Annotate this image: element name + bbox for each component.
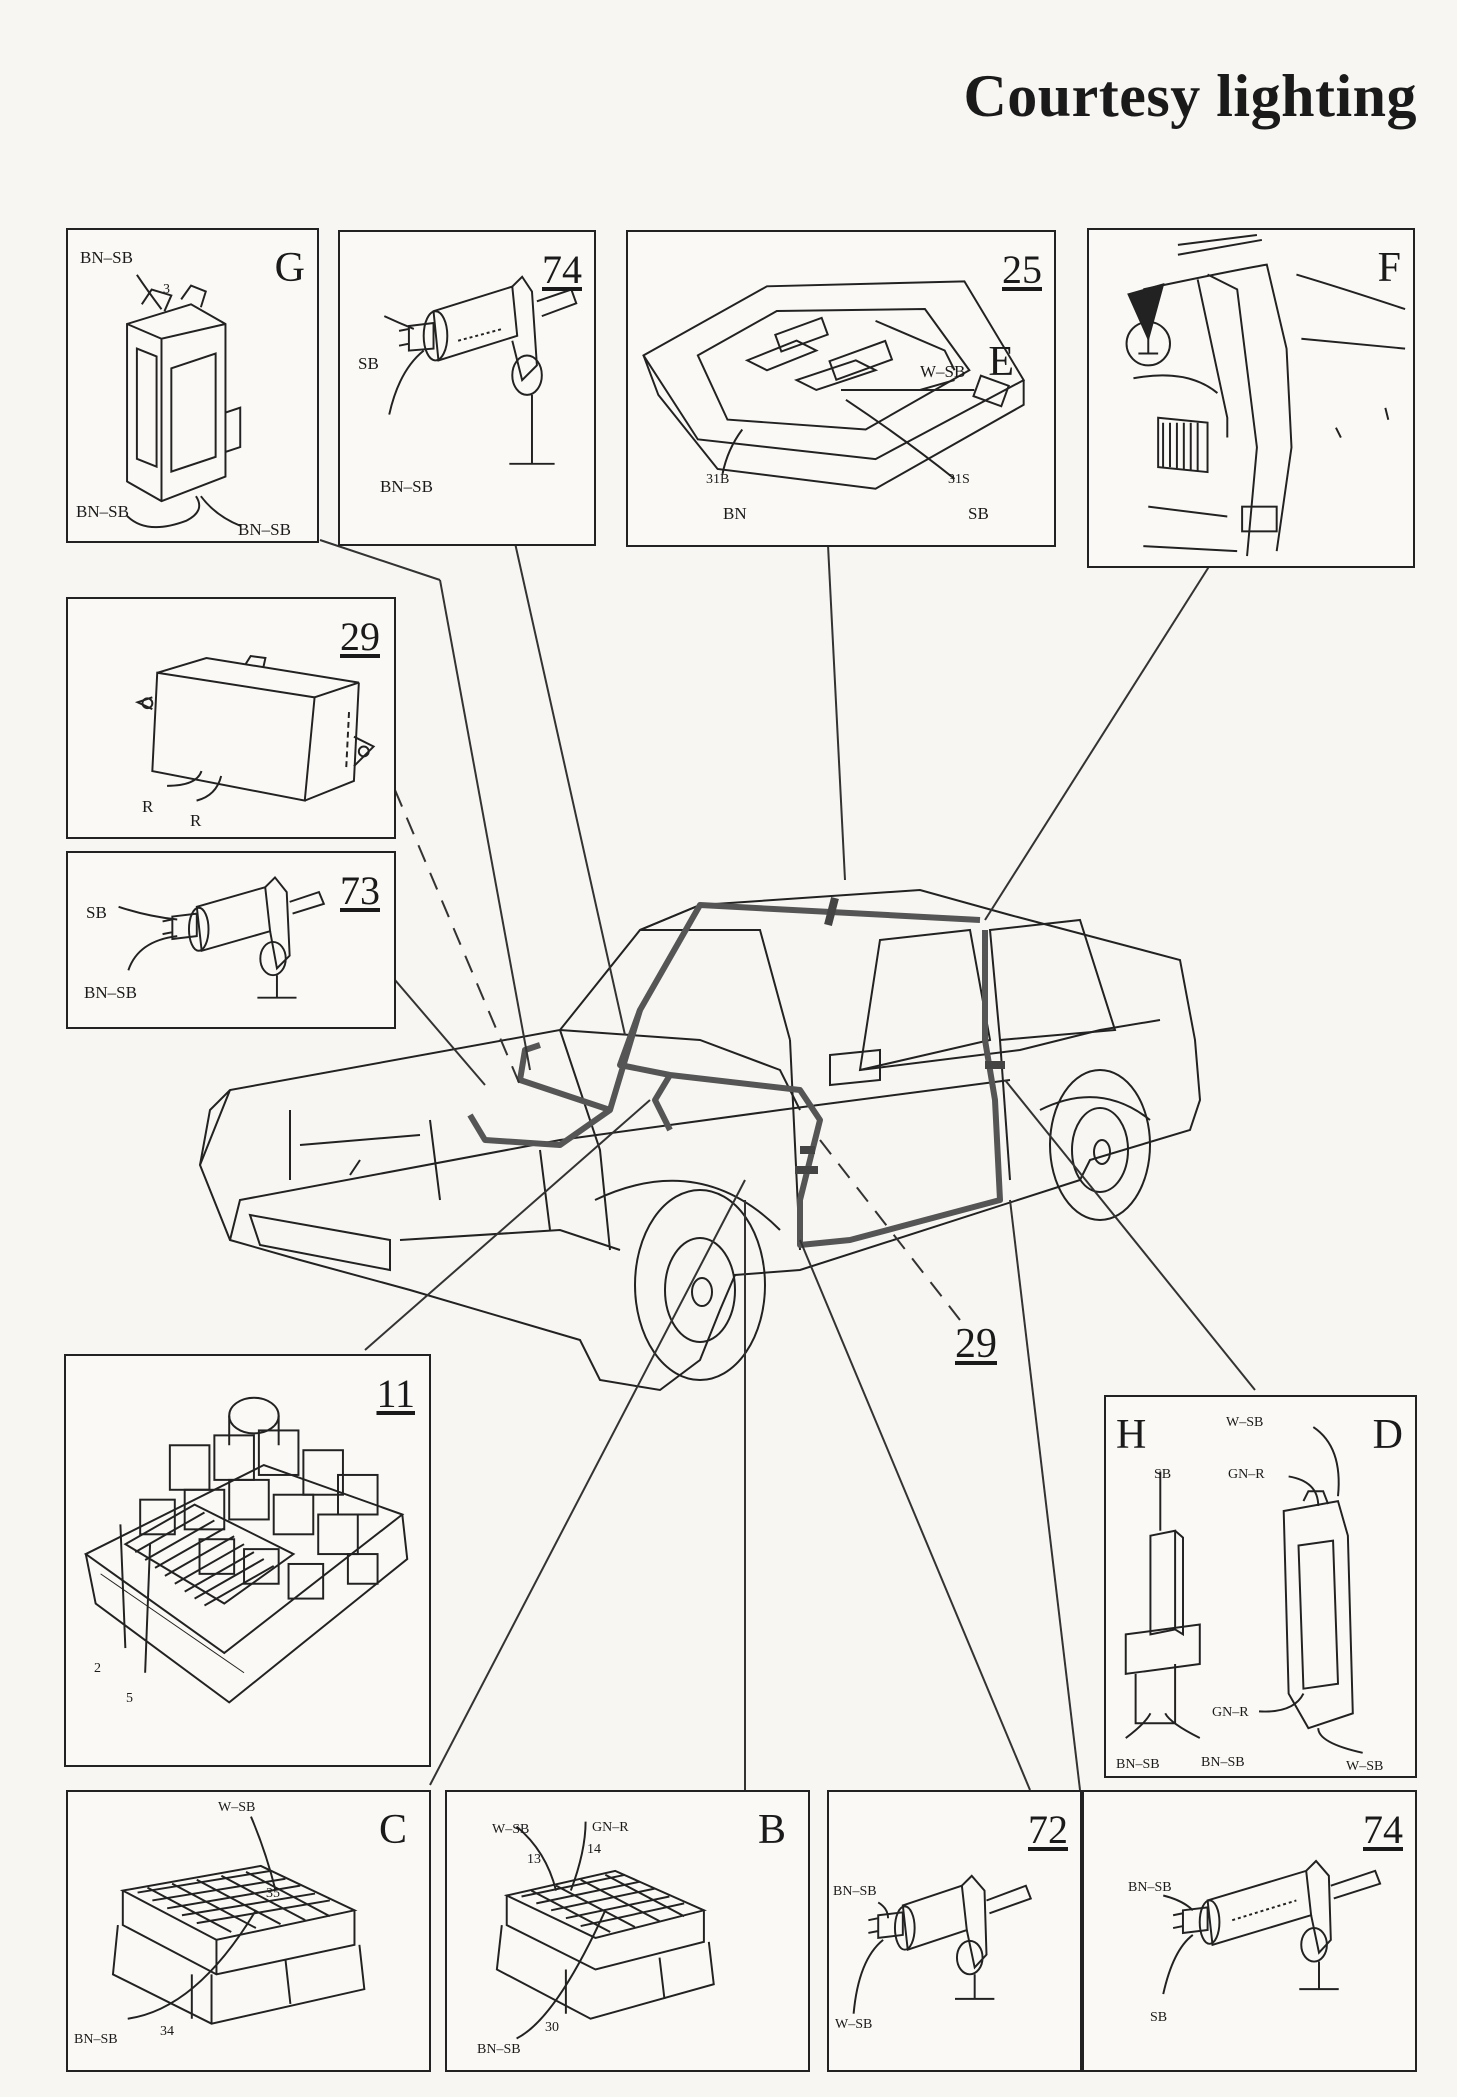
d-wire-top: W–SB bbox=[1226, 1415, 1264, 1430]
panel-g-letter: G bbox=[274, 245, 305, 291]
fuse-box-11-drawing bbox=[83, 1396, 409, 1704]
panel-g-connector: G BN–SB 3 BN–SB BN–SB bbox=[66, 228, 319, 543]
door-switch-74-drawing bbox=[383, 275, 578, 465]
door-pillar-f-drawing bbox=[1125, 234, 1406, 557]
panel-f-letter: F bbox=[1377, 245, 1401, 291]
g-wire-bottom-right: BN–SB bbox=[238, 520, 291, 539]
panel-b-connector: B W–SB GN–R 13 14 30 BN–SB bbox=[445, 1790, 810, 2072]
72-wire-bottom: W–SB bbox=[835, 2017, 873, 2032]
b-wire-1: W–SB bbox=[492, 1822, 530, 1837]
door-switch-73-drawing bbox=[118, 875, 326, 999]
b-wire-2: GN–R bbox=[592, 1820, 629, 1835]
panel-h-letter: H bbox=[1116, 1412, 1147, 1458]
panel-74a-number: 74 bbox=[542, 247, 582, 292]
panel-74-door-switch: 74 SB BN–SB bbox=[338, 230, 596, 546]
panel-c-connector: C W–SB 35 34 BN–SB bbox=[66, 1790, 431, 2072]
72-wire-top: BN–SB bbox=[833, 1884, 877, 1899]
d-wire-bottom: W–SB bbox=[1346, 1759, 1384, 1774]
c-pin-34: 34 bbox=[160, 2024, 174, 2039]
module-29-drawing bbox=[134, 654, 376, 802]
c-pin-35: 35 bbox=[266, 1886, 280, 1901]
g-wire-bottom-left: BN–SB bbox=[76, 502, 129, 521]
25-wire-right: SB bbox=[968, 504, 989, 523]
74b-wire-top: BN–SB bbox=[1128, 1880, 1172, 1895]
panel-73-number: 73 bbox=[340, 868, 380, 913]
29-wire-1: R bbox=[142, 797, 154, 816]
panel-72-door-switch: 72 BN–SB W–SB bbox=[827, 1790, 1082, 2072]
panel-72-number: 72 bbox=[1028, 1807, 1068, 1852]
74b-wire-bottom: SB bbox=[1150, 2010, 1168, 2025]
d-wire-lower: GN–R bbox=[1212, 1705, 1249, 1720]
door-switch-72-drawing bbox=[852, 1874, 1033, 2014]
connector-h-d-drawing bbox=[1124, 1426, 1363, 1754]
connector-g-drawing bbox=[126, 274, 242, 529]
panel-c-letter: C bbox=[378, 1807, 407, 1853]
panel-25-courtesy-lamp: 25 E W–SB 31B BN 31S SB bbox=[626, 230, 1056, 547]
h-wire-bottom-left: BN–SB bbox=[1116, 1757, 1160, 1772]
panel-29-module: 29 R R bbox=[66, 597, 396, 839]
panel-d-letter: D bbox=[1372, 1412, 1403, 1458]
g-wire-top: BN–SB bbox=[80, 248, 133, 267]
74a-wire-bottom: BN–SB bbox=[380, 477, 433, 496]
door-switch-74b-drawing bbox=[1162, 1859, 1382, 1995]
h-wire-top: SB bbox=[1154, 1467, 1172, 1482]
panel-11-number: 11 bbox=[376, 1371, 415, 1416]
74a-wire-top: SB bbox=[358, 354, 379, 373]
h-wire-bottom-right: BN–SB bbox=[1201, 1755, 1245, 1770]
73-wire-bottom: BN–SB bbox=[84, 983, 137, 1002]
b-wire-3: BN–SB bbox=[477, 2042, 521, 2057]
panel-25-letter-e: E bbox=[988, 339, 1014, 385]
page-title: Courtesy lighting bbox=[963, 63, 1417, 129]
11-pin-2: 2 bbox=[94, 1661, 101, 1676]
11-pin-5: 5 bbox=[126, 1691, 133, 1706]
panel-29-number: 29 bbox=[340, 614, 380, 659]
car-label-29: 29 bbox=[955, 1321, 997, 1367]
connector-c-drawing bbox=[111, 1816, 366, 2025]
panel-73-door-switch: 73 SB BN–SB bbox=[66, 851, 396, 1029]
b-pin-14: 14 bbox=[587, 1842, 601, 1857]
panel-74b-door-switch: 74 BN–SB SB bbox=[1082, 1790, 1417, 2072]
b-pin-13: 13 bbox=[527, 1852, 541, 1867]
g-pin-3: 3 bbox=[163, 282, 170, 297]
courtesy-lamp-25-drawing bbox=[642, 280, 1026, 490]
c-wire-top: W–SB bbox=[218, 1800, 256, 1815]
25-wire-left: BN bbox=[723, 504, 747, 523]
d-wire-mid: GN–R bbox=[1228, 1467, 1265, 1482]
b-pin-30: 30 bbox=[545, 2020, 559, 2035]
panel-h-d-connectors: H D SB BN–SB BN–SB W–SB GN–R GN–R W–SB bbox=[1104, 1395, 1417, 1778]
panel-25-number: 25 bbox=[1002, 247, 1042, 292]
73-wire-top: SB bbox=[86, 903, 107, 922]
panel-b-letter: B bbox=[757, 1807, 786, 1853]
25-pin-right: 31S bbox=[948, 472, 970, 487]
25-wire-connector: W–SB bbox=[920, 362, 966, 381]
25-pin-left: 31B bbox=[706, 472, 730, 487]
29-wire-2: R bbox=[190, 811, 202, 830]
c-wire-bottom: BN–SB bbox=[74, 2032, 118, 2047]
panel-11-fuse-box: 11 2 5 bbox=[64, 1354, 431, 1767]
connector-b-drawing bbox=[495, 1821, 715, 2040]
panel-f-door-pillar: F bbox=[1087, 228, 1415, 568]
panel-74b-number: 74 bbox=[1363, 1807, 1403, 1852]
